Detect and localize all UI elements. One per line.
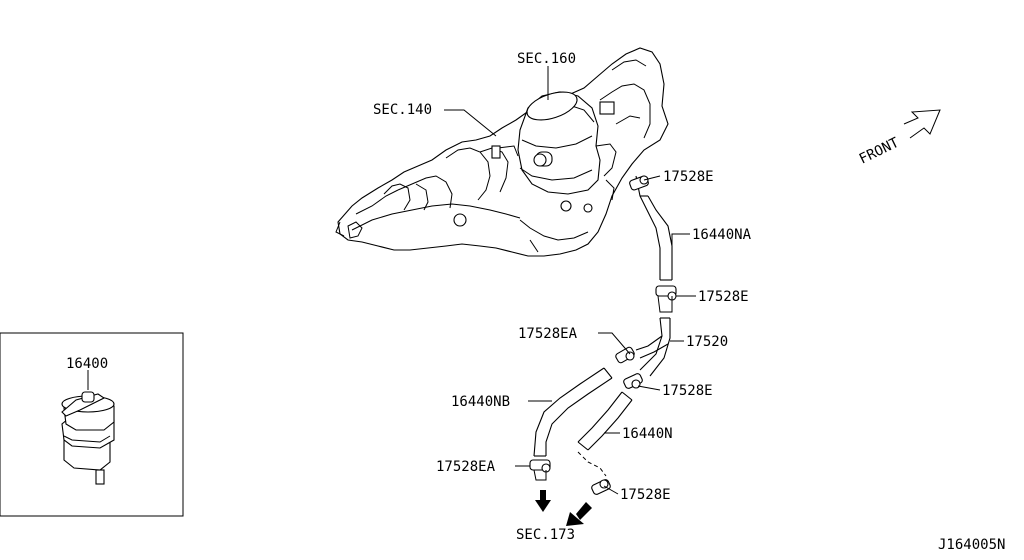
connector-17520 bbox=[635, 317, 671, 377]
label-17528e-3: 17528E bbox=[662, 383, 713, 399]
label-sec140: SEC.140 bbox=[373, 102, 432, 118]
label-17528e-1: 17528E bbox=[663, 169, 714, 185]
throttle-chamber bbox=[491, 91, 617, 195]
label-front: FRONT bbox=[857, 134, 902, 167]
label-16440nb: 16440NB bbox=[451, 394, 510, 410]
label-17528e-2: 17528E bbox=[698, 289, 749, 305]
label-17520: 17520 bbox=[686, 334, 728, 350]
label-17528e-4: 17528E bbox=[620, 487, 671, 503]
hose-16440nb bbox=[533, 367, 613, 457]
label-16400: 16400 bbox=[66, 356, 108, 372]
label-sec160: SEC.160 bbox=[517, 51, 576, 67]
clamp-17528e-1 bbox=[629, 175, 649, 191]
label-sec173: SEC.173 bbox=[516, 527, 575, 543]
front-arrow-icon bbox=[903, 109, 941, 139]
hose-16440na bbox=[635, 175, 673, 281]
fuel-filter bbox=[61, 391, 115, 485]
hose-16440n bbox=[577, 391, 633, 451]
intake-manifold bbox=[335, 47, 669, 257]
clamp-17528ea-1 bbox=[615, 346, 635, 364]
diagram-id: J164005N bbox=[938, 537, 1005, 553]
label-17528ea-2: 17528EA bbox=[436, 459, 496, 475]
arrow-down-left-icon bbox=[566, 502, 592, 526]
leader-lines bbox=[87, 66, 696, 495]
label-16440na: 16440NA bbox=[692, 227, 752, 243]
clamp-17528e-4 bbox=[577, 451, 611, 495]
clamp-17528e-3 bbox=[623, 373, 643, 389]
clamp-17528ea-2 bbox=[529, 459, 551, 481]
fuel-filter-inset bbox=[0, 332, 184, 517]
label-17528ea-1: 17528EA bbox=[518, 326, 578, 342]
clamp-17528e-2 bbox=[655, 285, 677, 313]
label-16440n: 16440N bbox=[622, 426, 673, 442]
arrow-down-icon bbox=[535, 490, 551, 512]
